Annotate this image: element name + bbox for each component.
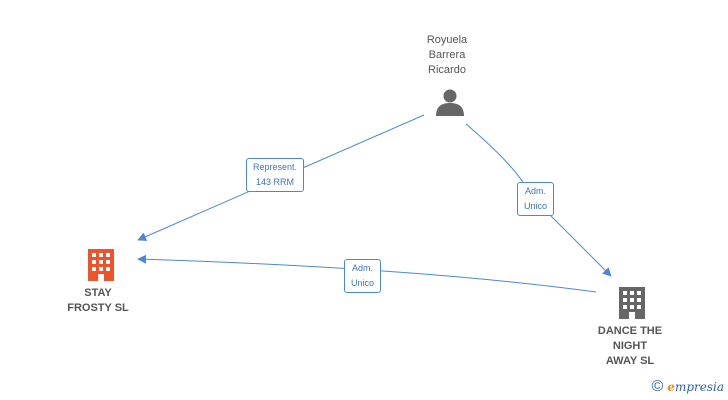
person-name[interactable]: Royuela Barrera Ricardo: [426, 34, 468, 76]
company-label-stay-frosty[interactable]: STAY FROSTY SL: [67, 287, 129, 314]
edge-label-adm-unico-dance[interactable]: Adm. Unico: [517, 182, 555, 216]
person-icon[interactable]: [435, 88, 465, 116]
edge-dance-stay: [137, 254, 597, 293]
company-label-dance[interactable]: DANCE THE NIGHT AWAY SL: [597, 325, 663, 367]
brand-logo[interactable]: empresia: [667, 380, 724, 394]
copyright-icon: ©: [651, 378, 664, 395]
edge-label-adm-unico-stay[interactable]: Adm. Unico: [344, 259, 382, 293]
edge-label-represent[interactable]: Represent. 143 RRM: [246, 158, 305, 192]
building-icon[interactable]: [86, 247, 116, 281]
building-icon[interactable]: [617, 285, 647, 319]
brand-footer: © empresia: [652, 378, 725, 396]
